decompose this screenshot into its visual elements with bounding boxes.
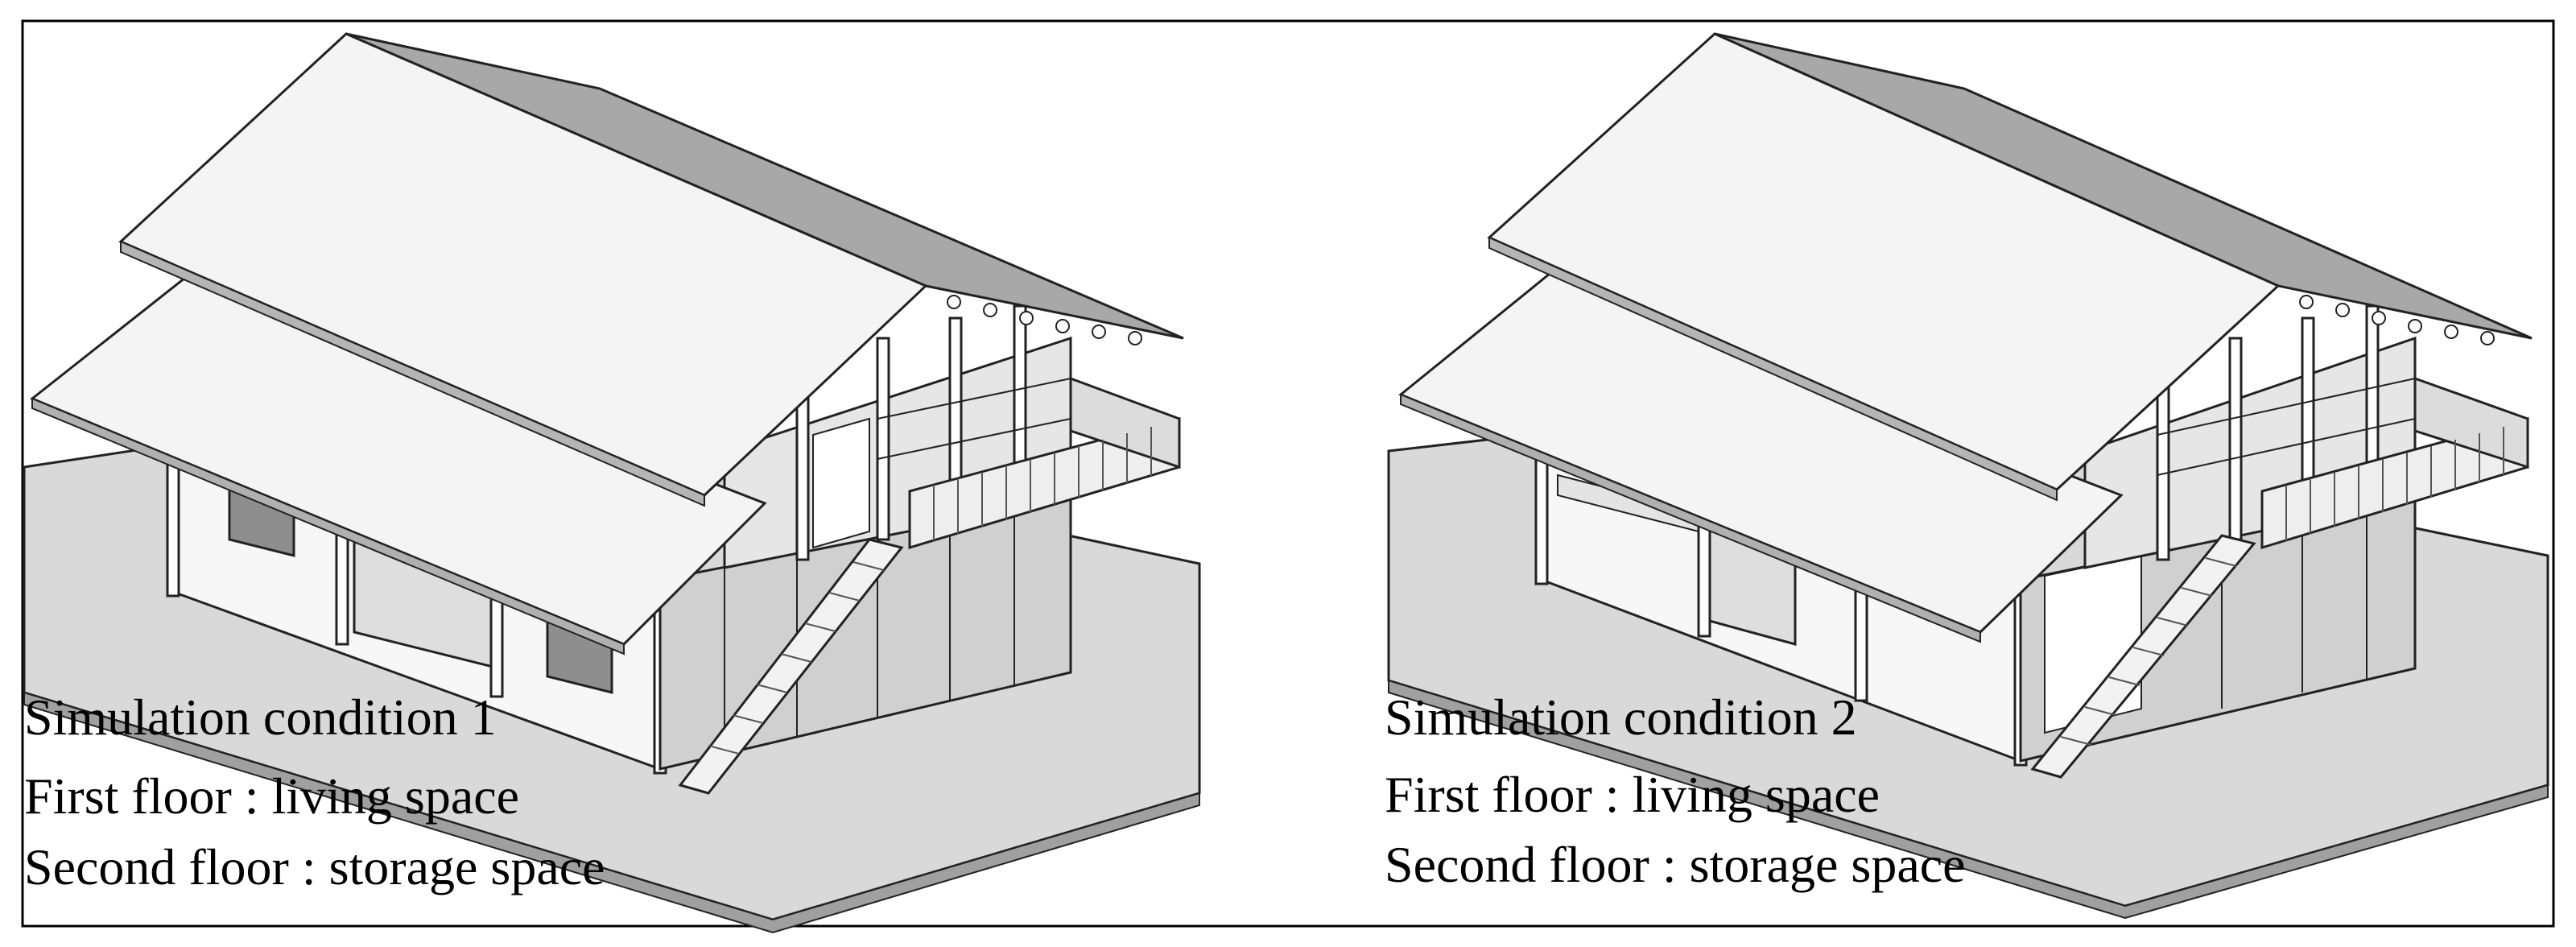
panel-1-title: Simulation condition 1 [24, 689, 497, 746]
panel-2-title: Simulation condition 2 [1385, 689, 1857, 746]
panel-1-second-floor: Second floor : storage space [24, 838, 605, 895]
balcony-side-railing [2413, 376, 2529, 469]
ground-slab-edge [23, 691, 1200, 934]
wall-rails [2157, 378, 2416, 476]
building-1 [30, 32, 1184, 795]
panel-2-first-floor: First floor : living space [1385, 766, 1880, 823]
panel-2-second-floor: Second floor : storage space [1385, 836, 1966, 893]
ground-slab-edge [1388, 679, 2549, 920]
main-roof-edge [120, 240, 705, 507]
second-floor-posts [795, 304, 1027, 561]
panel-1-first-floor: First floor : living space [24, 767, 519, 825]
lower-eave-edge [31, 397, 625, 655]
stair [678, 538, 904, 795]
stair [2030, 534, 2256, 779]
stair-treads [2060, 557, 2237, 746]
balcony-side-railing [1069, 376, 1181, 469]
building-2 [1398, 32, 2533, 779]
main-roof-edge [1488, 236, 2058, 502]
rafter-ends [947, 295, 1142, 345]
second-floor-opening [812, 417, 870, 549]
balcony-balusters [933, 427, 1152, 541]
stair-treads [708, 561, 885, 755]
panel-condition-2: Simulation condition 2 First floor : liv… [1385, 32, 2549, 920]
balcony-balusters [2285, 427, 2504, 541]
lower-eave-edge [1400, 393, 1981, 643]
wall-rails [877, 378, 1071, 460]
panel-condition-1: Simulation condition 1 First floor : liv… [23, 32, 1201, 934]
rafter-ends [2299, 295, 2495, 345]
